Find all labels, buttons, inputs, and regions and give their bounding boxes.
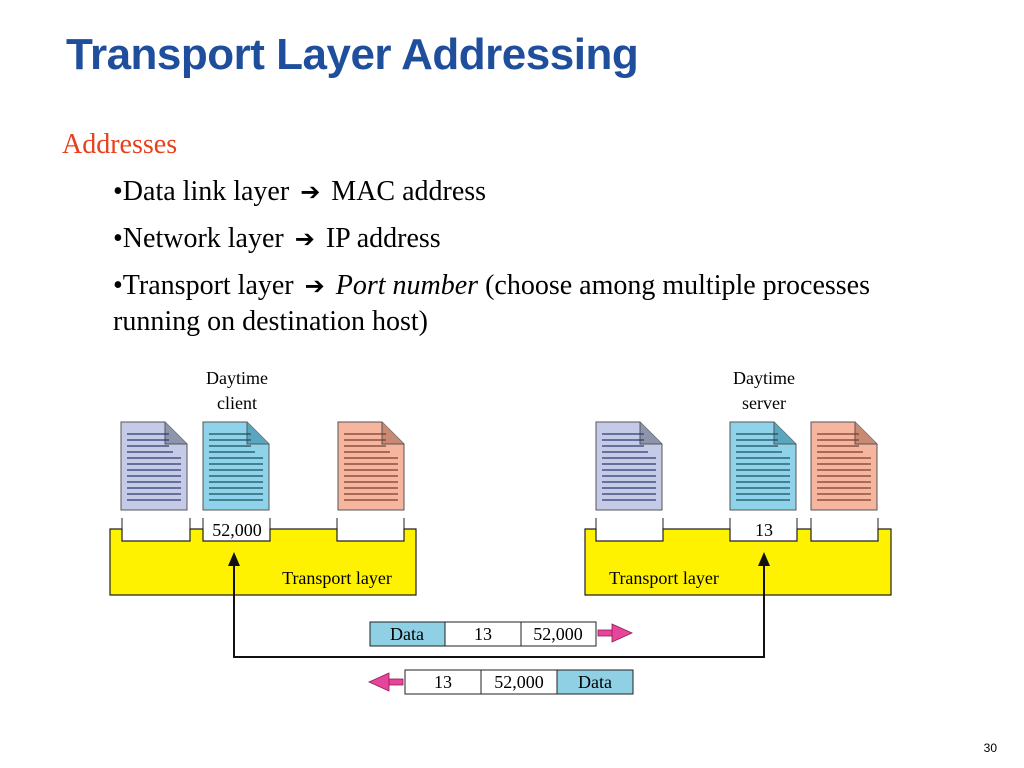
- arrow-right-icon: [597, 623, 633, 643]
- process-document-icon: [120, 421, 188, 511]
- process-document-icon: [337, 421, 405, 511]
- client-transport-label: Transport layer: [282, 568, 392, 588]
- bullet-network-label: •Network layer: [113, 223, 284, 254]
- packet-outgoing-data: Data: [390, 624, 424, 644]
- arrow-up-icon: [758, 552, 770, 566]
- packet-return-data: Data: [578, 672, 612, 692]
- bullet-data-link-label: •Data link layer: [113, 176, 290, 207]
- packet-outgoing-src-port: 52,000: [533, 624, 583, 644]
- server-port-number: 13: [755, 520, 773, 540]
- client-label-line1: Daytime: [206, 368, 268, 388]
- arrow-left-icon: [368, 672, 404, 692]
- packet-return-src-port: 52,000: [494, 672, 544, 692]
- packet-outgoing-dest-port: 13: [474, 624, 492, 644]
- client-process-document-icon: [202, 421, 270, 511]
- packet-return-dest-port: 13: [434, 672, 452, 692]
- packet-return: 13 52,000 Data: [404, 669, 634, 695]
- server-transport-label: Transport layer: [609, 568, 719, 588]
- bullet-data-link: •Data link layer ➔ MAC address: [113, 174, 913, 210]
- bullet-network: •Network layer ➔ IP address: [113, 221, 913, 257]
- connection-path: [233, 564, 765, 658]
- arrow-right-icon: ➔: [304, 272, 325, 300]
- server-process-document-icon: [729, 421, 797, 511]
- client-port-number: 52,000: [212, 520, 262, 540]
- bullet-transport-value: (choose among multiple processes running…: [113, 270, 870, 337]
- bullet-transport-emphasis: Port number: [335, 270, 479, 301]
- process-document-icon: [810, 421, 878, 511]
- bullet-network-value: IP address: [325, 223, 441, 254]
- bullet-list: •Data link layer ➔ MAC address •Network …: [113, 174, 913, 350]
- client-label-line2: client: [217, 393, 257, 413]
- bullet-transport-label: •Transport layer: [113, 270, 294, 301]
- page-number: 30: [983, 741, 997, 755]
- server-label-line2: server: [742, 393, 786, 413]
- arrow-right-icon: ➔: [300, 178, 321, 206]
- packet-outgoing: Data 13 52,000: [369, 621, 597, 647]
- client-transport-layer: 52,000 Transport layer: [109, 518, 417, 596]
- arrow-right-icon: ➔: [294, 225, 315, 253]
- slide-title: Transport Layer Addressing: [66, 30, 639, 79]
- addresses-heading: Addresses: [62, 129, 178, 160]
- bullet-transport: •Transport layer ➔ Port number (choose a…: [113, 268, 913, 339]
- server-label-line1: Daytime: [733, 368, 795, 388]
- bullet-data-link-value: MAC address: [331, 176, 487, 207]
- server-transport-layer: 13 Transport layer: [584, 518, 892, 596]
- arrow-up-icon: [228, 552, 240, 566]
- process-document-icon: [595, 421, 663, 511]
